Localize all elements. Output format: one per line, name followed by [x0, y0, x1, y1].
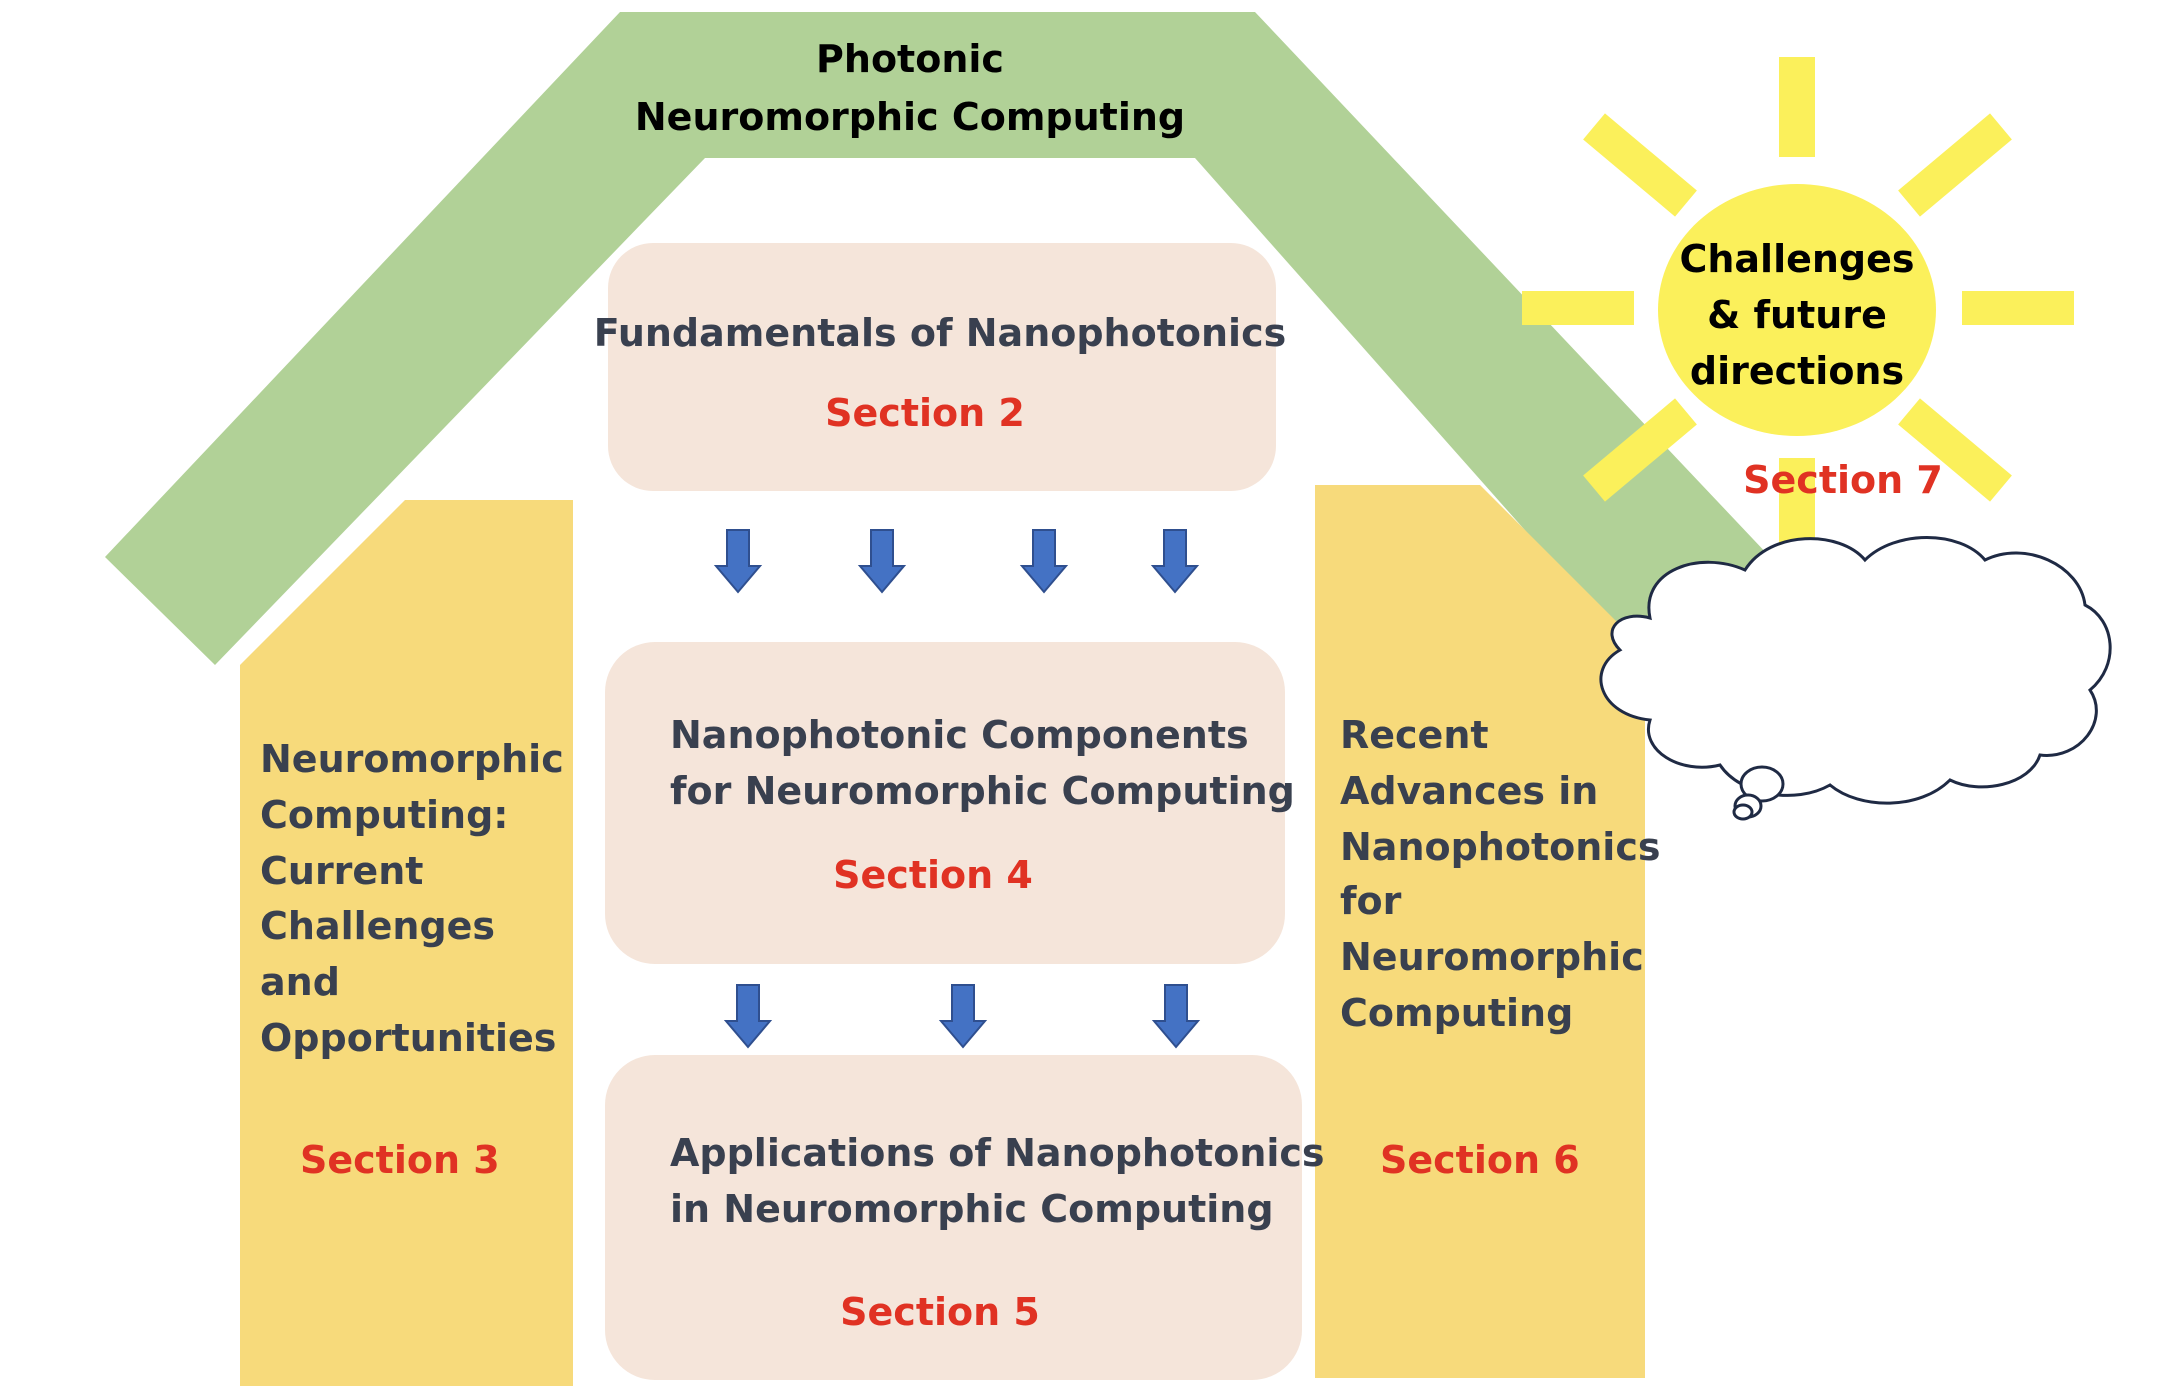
right-pillar-line: for [1340, 879, 1402, 923]
sun-section: Section 7 [1743, 458, 1943, 502]
right-pillar-line: Advances in [1340, 769, 1598, 813]
arrows-components-to-applications [723, 984, 1201, 1049]
sun-ray [1898, 113, 2012, 217]
box-components-line2: for Neuromorphic Computing [670, 769, 1295, 813]
arrows-fundamentals-to-components [713, 529, 1200, 594]
sun-ray [1522, 291, 1634, 325]
sun-ray [1898, 398, 2012, 502]
sun-ray [1779, 57, 1815, 157]
box-components-line1: Nanophotonic Components [670, 713, 1249, 757]
left-pillar-line: Current [260, 849, 423, 893]
down-arrow-icon [938, 984, 988, 1049]
sun-label-line3: directions [1690, 349, 1904, 393]
down-arrow-icon [1019, 529, 1069, 594]
down-arrow-icon [857, 529, 907, 594]
sun-ray [1583, 113, 1697, 217]
down-arrow-icon [1151, 984, 1201, 1049]
down-arrow-icon [723, 984, 773, 1049]
sun-ray [1583, 398, 1697, 502]
sun-label: Challenges & future directions [1679, 237, 1914, 393]
left-pillar-line: Neuromorphic [260, 737, 564, 781]
sun-ray [1962, 291, 2074, 325]
right-pillar-line: Neuromorphic [1340, 935, 1644, 979]
right-pillar-text: Recent Advances in Nanophotonics for Neu… [1340, 713, 1660, 1035]
left-pillar-text: Neuromorphic Computing: Current Challeng… [260, 737, 564, 1060]
down-arrow-icon [713, 529, 763, 594]
thought-cloud [1599, 536, 2112, 821]
cloud-bubble-tiny [1732, 803, 1754, 821]
left-pillar [240, 500, 573, 1386]
cloud-bubble-large [1739, 765, 1785, 803]
box-components-section: Section 4 [833, 853, 1033, 897]
roof-band [105, 12, 1770, 665]
right-pillar-section: Section 6 [1380, 1138, 1580, 1182]
right-pillar-line: Computing [1340, 991, 1573, 1035]
box-applications [605, 1055, 1302, 1380]
right-pillar [1315, 485, 1645, 1378]
left-pillar-section: Section 3 [300, 1138, 500, 1182]
box-applications-line1: Applications of Nanophotonics [670, 1131, 1325, 1175]
left-pillar-line: Computing: [260, 793, 508, 837]
down-arrow-icon [1150, 529, 1200, 594]
box-fundamentals-section: Section 2 [825, 391, 1025, 435]
box-applications-section: Section 5 [840, 1290, 1040, 1334]
box-fundamentals-title: Fundamentals of Nanophotonics [594, 311, 1286, 355]
sun-rays [1522, 57, 2074, 558]
sun-label-line2: & future [1707, 293, 1887, 337]
sun-disc [1658, 184, 1936, 436]
roof-title-line1: Photonic [816, 37, 1004, 81]
cloud-shape [1599, 536, 2112, 805]
left-pillar-line: Opportunities [260, 1016, 556, 1060]
left-pillar-line: and [260, 960, 340, 1004]
box-components [605, 642, 1285, 964]
box-applications-line2: in Neuromorphic Computing [670, 1187, 1274, 1231]
right-pillar-line: Recent [1340, 713, 1489, 757]
box-fundamentals [608, 243, 1276, 491]
right-pillar-line: Nanophotonics [1340, 825, 1660, 869]
left-pillar-line: Challenges [260, 904, 495, 948]
roof-title-line2: Neuromorphic Computing [635, 95, 1185, 139]
sun-label-line1: Challenges [1679, 237, 1914, 281]
